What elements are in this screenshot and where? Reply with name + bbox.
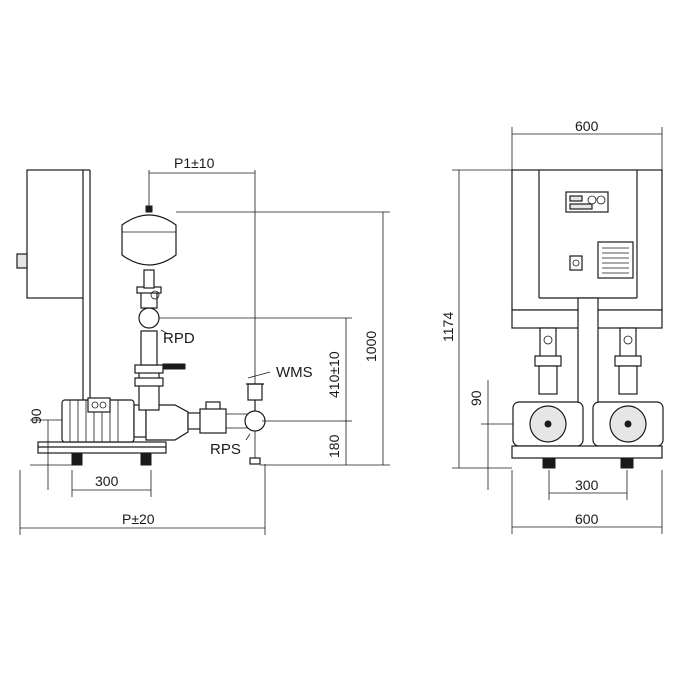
tank-offset-dimension: P1±10	[174, 155, 215, 171]
front-overall-height-dimension: 1174	[440, 312, 456, 342]
control-cabinet-side	[16, 169, 91, 400]
suction-height-dimension: 180	[326, 434, 342, 458]
top-width-dimension: 600	[575, 118, 599, 134]
overall-length-dimension: P±20	[122, 511, 155, 527]
side-dimension-lines	[19, 170, 390, 535]
rps-label: RPS	[210, 441, 241, 458]
base-frame-side	[37, 441, 167, 466]
delivery-height-dimension: 410±10	[326, 351, 342, 398]
front-view: 600 600 300 90 1174	[440, 118, 664, 534]
pump-motor	[61, 397, 147, 443]
side-view: RPD WMS RPS P1±10 P±20 300 90 180 410±10…	[16, 155, 390, 535]
foot-spacing-dimension: 300	[95, 473, 119, 489]
front-axis-height-dimension: 90	[468, 390, 484, 406]
front-foot-spacing-dimension: 300	[575, 477, 599, 493]
left-pump-unit	[512, 327, 584, 447]
pump-body	[145, 401, 340, 465]
pressure-tank	[121, 205, 177, 266]
rpd-label: RPD	[163, 330, 195, 347]
control-cabinet-front	[511, 169, 663, 449]
wms-label: WMS	[276, 364, 313, 381]
base-frame-front	[511, 445, 663, 469]
right-pump-unit	[592, 327, 664, 447]
front-dimension-lines	[452, 127, 663, 534]
wms-sensor	[246, 383, 264, 411]
overall-height-dimension: 1000	[363, 331, 379, 362]
delivery-column	[134, 269, 186, 411]
bottom-width-dimension: 600	[575, 511, 599, 527]
pump-axis-height-dimension: 90	[28, 408, 44, 424]
